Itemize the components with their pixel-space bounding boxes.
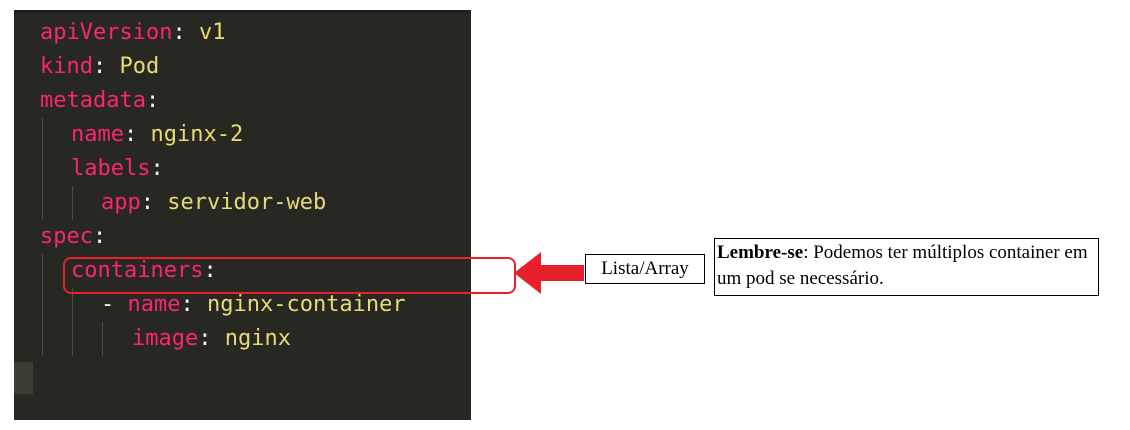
indent-guide	[72, 186, 73, 220]
code-line: containers:	[71, 258, 217, 283]
containers-highlight	[63, 257, 516, 294]
yaml-key: name	[127, 292, 181, 317]
code-editor[interactable]: apiVersion: v1 kind: Pod metadata: name:…	[14, 10, 471, 420]
yaml-key: labels	[71, 156, 151, 181]
yaml-value: nginx-container	[206, 292, 406, 317]
indent-guide	[72, 288, 73, 356]
yaml-value: nginx-2	[150, 122, 244, 147]
text-cursor	[14, 362, 33, 394]
indent-guide	[42, 254, 43, 356]
indent-guide	[42, 186, 43, 220]
yaml-key: kind	[40, 54, 93, 79]
yaml-key: containers	[71, 258, 204, 283]
note-bold: Lembre-se	[717, 242, 804, 263]
yaml-key: name	[71, 122, 124, 147]
code-line: apiVersion: v1	[40, 20, 226, 45]
indent-guide	[102, 322, 103, 356]
list-array-label: Lista/Array	[585, 254, 705, 284]
yaml-value: nginx	[224, 326, 291, 351]
code-line: kind: Pod	[40, 54, 160, 79]
reminder-note: Lembre-se: Podemos ter múltiplos contain…	[714, 238, 1099, 296]
indent-guide	[42, 118, 43, 186]
yaml-key: apiVersion	[40, 20, 173, 45]
editor-top-border	[14, 10, 471, 13]
yaml-key: image	[132, 326, 199, 351]
code-line: metadata:	[40, 88, 160, 113]
red-arrow-icon	[514, 252, 584, 294]
yaml-value: v1	[198, 20, 226, 45]
yaml-key: app	[101, 190, 141, 215]
code-line: spec:	[40, 224, 107, 249]
yaml-key: spec	[40, 224, 93, 249]
code-line: labels:	[71, 156, 164, 181]
yaml-value: Pod	[119, 54, 160, 79]
note-text: : Podemos ter múltiplos container em um …	[717, 242, 1088, 289]
code-line: app: servidor-web	[101, 190, 327, 215]
code-line: image: nginx	[132, 326, 291, 351]
code-line: name: nginx-2	[71, 122, 244, 147]
yaml-value: servidor-web	[167, 190, 327, 215]
code-line: - name: nginx-container	[101, 292, 406, 317]
yaml-key: metadata	[40, 88, 146, 113]
